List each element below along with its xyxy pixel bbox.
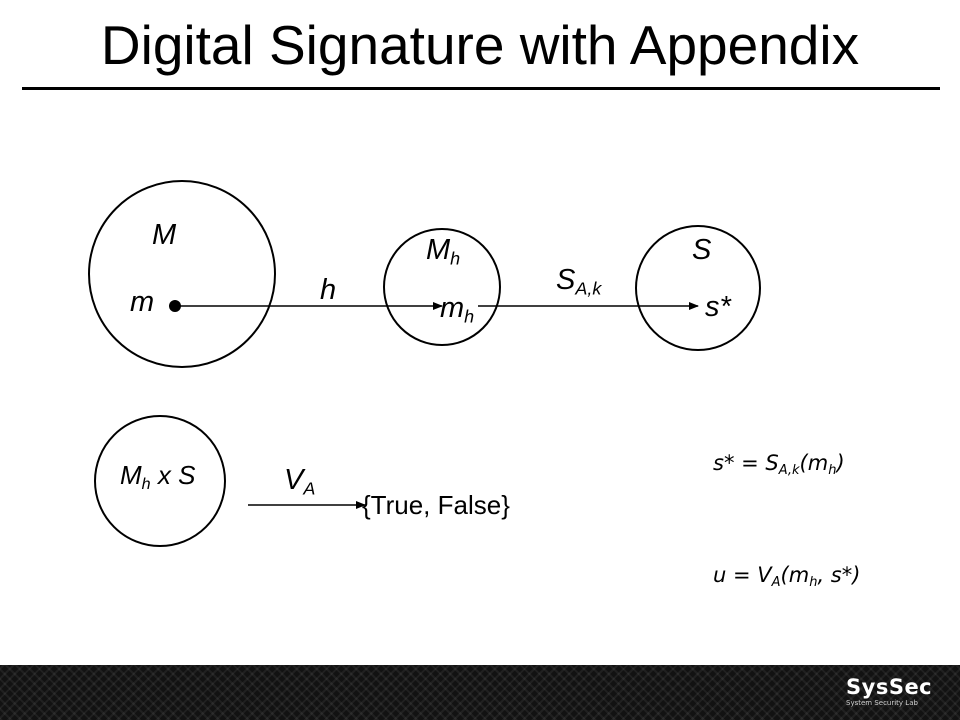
logo-text: SysSec <box>846 675 933 699</box>
label-arrow-verify-sub: A <box>303 478 316 499</box>
equation-verify-pre: u = V <box>713 563 772 587</box>
label-set-Mh-base: M <box>426 234 451 266</box>
equation-verify-post: , s*) <box>817 563 861 587</box>
label-set-Mh: Mh <box>426 234 461 269</box>
equation-verify-mid: (m <box>780 563 810 587</box>
label-element-m: m <box>130 286 155 318</box>
equation-verify-sub2: h <box>809 574 818 590</box>
circle-signature-space <box>635 225 761 351</box>
label-result-set: {True, False} <box>362 490 510 520</box>
label-element-mh-base: m <box>440 292 465 324</box>
label-verification-domain: Mh x S <box>120 460 196 492</box>
label-verification-domain-rest: x S <box>150 460 196 490</box>
label-arrow-signing-base: S <box>556 264 576 296</box>
label-arrow-h: h <box>320 274 337 306</box>
label-element-mh: mh <box>440 292 475 327</box>
label-set-S: S <box>692 234 712 266</box>
footer-bar <box>0 665 960 720</box>
equation-sign-pre: s* = S <box>713 451 779 475</box>
circle-verification-domain <box>94 415 226 547</box>
syssec-logo: SysSec System Security Lab <box>846 676 938 712</box>
label-verification-domain-sub: h <box>141 474 151 493</box>
label-set-M: M <box>152 219 177 251</box>
equation-verify-sub: A <box>771 574 781 590</box>
equation-verify: u = VA(mh, s*) <box>713 563 861 589</box>
slide-title: Digital Signature with Appendix <box>100 14 860 76</box>
equation-sign-sub: A,k <box>778 462 800 478</box>
label-element-mh-sub: h <box>464 306 475 327</box>
circle-hash-space <box>383 228 501 346</box>
equation-sign-sub2: h <box>828 462 837 478</box>
label-arrow-verify-base: V <box>284 464 304 496</box>
equation-sign: s* = SA,k(mh) <box>713 451 845 477</box>
label-verification-domain-a: M <box>120 460 142 490</box>
label-arrow-signing: SA,k <box>556 264 602 299</box>
title-underline <box>22 87 940 90</box>
label-arrow-verify: VA <box>284 464 316 499</box>
label-set-Mh-sub: h <box>450 248 461 269</box>
circle-message-space <box>88 180 276 368</box>
label-element-s-star: s* <box>705 291 731 323</box>
equation-sign-post: ) <box>836 451 845 475</box>
logo-subtext: System Security Lab <box>846 699 918 707</box>
equation-sign-mid: (m <box>799 451 829 475</box>
label-arrow-signing-sub: A,k <box>575 278 602 299</box>
